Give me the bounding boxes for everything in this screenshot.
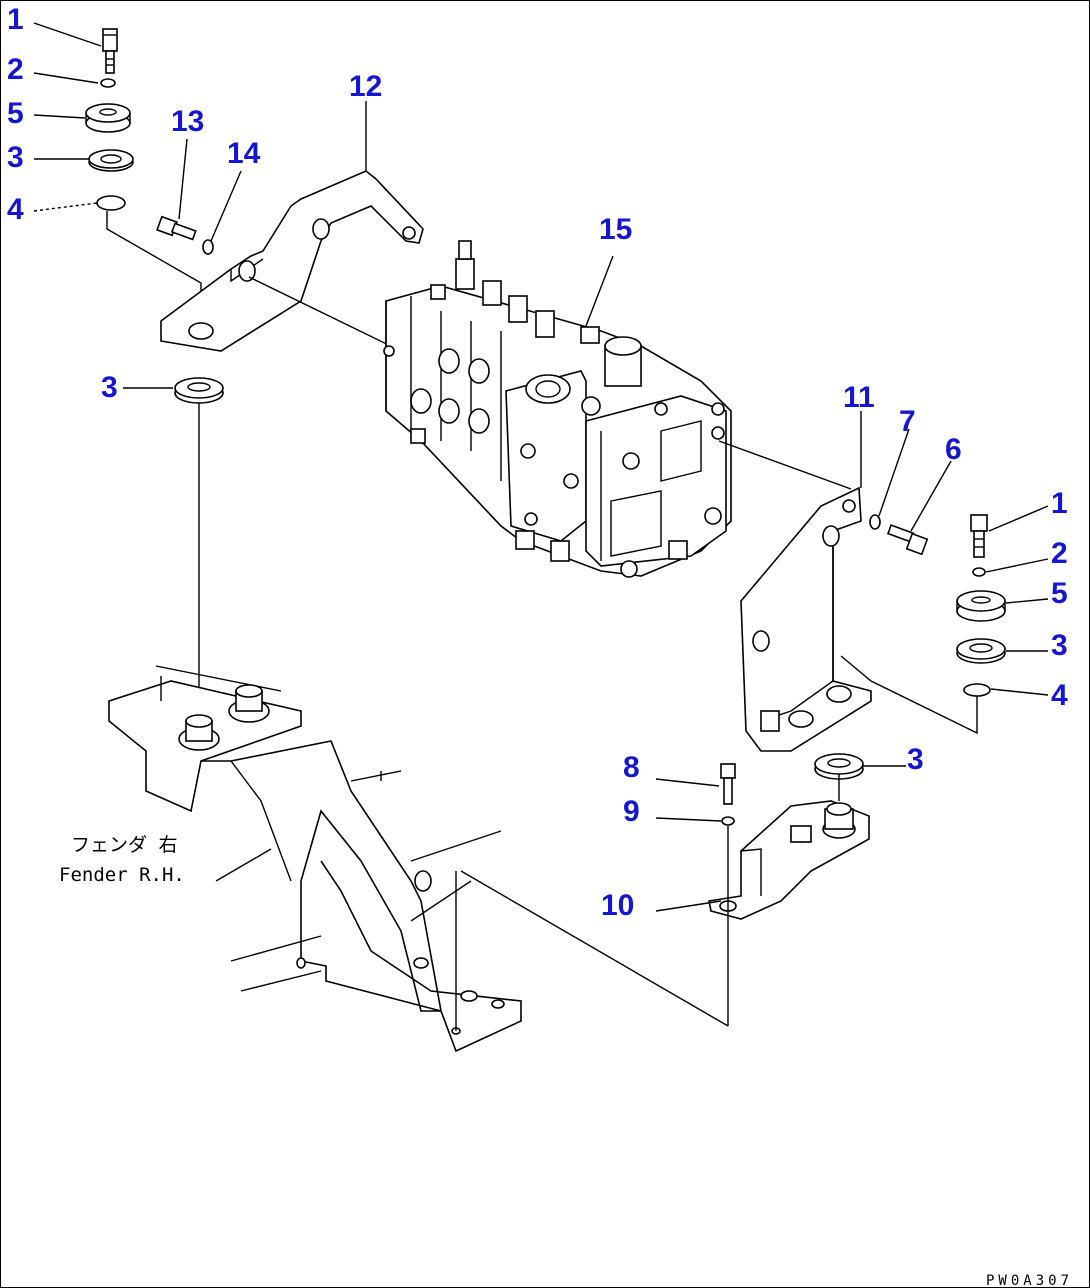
fender-label-jp: フェンダ 右 xyxy=(71,834,177,856)
bracket-11 xyxy=(740,486,872,752)
cushion-3-left-top xyxy=(88,149,134,172)
washer-2-right xyxy=(972,567,986,577)
washer-9 xyxy=(721,816,735,826)
fender-label-en: Fender R.H. xyxy=(59,864,185,886)
figure-code: PW0A307 xyxy=(986,1273,1073,1288)
cushion-3-right xyxy=(956,638,1006,664)
callout-14: 14 xyxy=(227,137,261,170)
frame-fender xyxy=(108,665,522,1053)
cushion-3-lower-right xyxy=(814,753,864,780)
callout-2-right: 2 xyxy=(1051,537,1068,570)
washer-7 xyxy=(869,514,881,530)
bolt-1-left xyxy=(102,28,118,74)
callout-1-right: 1 xyxy=(1051,487,1068,520)
callout-10: 10 xyxy=(601,889,634,922)
bolt-13 xyxy=(156,215,197,241)
callout-3-left-middle: 3 xyxy=(101,371,118,404)
callout-6: 6 xyxy=(945,433,962,466)
callout-3-right: 3 xyxy=(1051,629,1068,662)
washer-14 xyxy=(202,239,214,255)
ring-4-left xyxy=(96,195,126,211)
control-valve-15 xyxy=(383,240,732,578)
washer-2-left xyxy=(100,78,116,88)
spacer-5-left xyxy=(85,103,131,133)
callout-15: 15 xyxy=(599,213,632,246)
callout-7: 7 xyxy=(899,405,916,438)
bolt-8 xyxy=(720,763,736,805)
spacer-5-right xyxy=(956,590,1006,622)
cushion-3-left-middle xyxy=(174,377,224,404)
callout-4-top-left: 4 xyxy=(7,193,24,226)
bracket-10 xyxy=(708,800,870,920)
callout-12: 12 xyxy=(349,70,382,103)
callout-5-top-left: 5 xyxy=(7,97,24,130)
callout-11: 11 xyxy=(843,381,875,414)
callout-1-top-left: 1 xyxy=(7,3,24,36)
bolt-6 xyxy=(886,524,929,556)
callout-2-top-left: 2 xyxy=(7,53,24,86)
callout-3-top-left: 3 xyxy=(7,141,24,174)
callout-13: 13 xyxy=(171,105,204,138)
callout-9: 9 xyxy=(623,795,640,828)
bracket-12 xyxy=(160,170,424,352)
callout-8: 8 xyxy=(623,751,640,784)
callout-5-right: 5 xyxy=(1051,577,1068,610)
bolt-1-right xyxy=(970,514,988,558)
ring-4-right xyxy=(963,683,991,697)
callout-4-right: 4 xyxy=(1051,679,1068,712)
callout-3-lower-right: 3 xyxy=(907,743,924,776)
